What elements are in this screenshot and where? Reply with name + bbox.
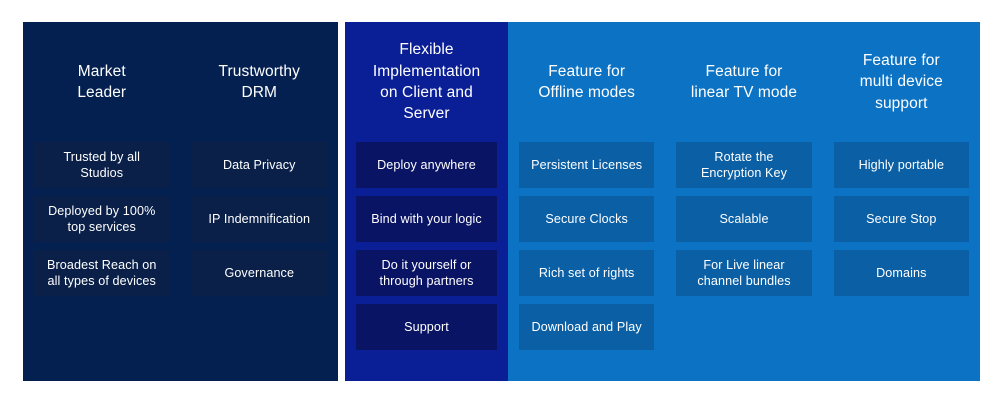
item-scalable[interactable]: Scalable bbox=[676, 196, 812, 242]
item-data-privacy[interactable]: Data Privacy bbox=[191, 142, 327, 188]
market-credibility-panel: Market Leader Trusted by all Studios Dep… bbox=[23, 22, 338, 381]
column-feature-multi-device-support: Feature for multi device support Highly … bbox=[823, 22, 980, 381]
features-panel: Feature for Offline modes Persistent Lic… bbox=[508, 22, 980, 381]
item-secure-stop[interactable]: Secure Stop bbox=[833, 196, 969, 242]
column-header-market-leader: Market Leader bbox=[77, 62, 127, 101]
item-bind-with-your-logic[interactable]: Bind with your logic bbox=[356, 196, 497, 242]
item-for-live-linear-channel-bundles[interactable]: For Live linear channel bundles bbox=[676, 250, 812, 296]
item-list-flexible-implementation: Deploy anywhere Bind with your logic Do … bbox=[356, 142, 497, 350]
item-list-linear-tv-mode: Rotate the Encryption Key Scalable For L… bbox=[676, 142, 812, 296]
feature-matrix-board: Market Leader Trusted by all Studios Dep… bbox=[23, 22, 980, 381]
column-trustworthy-drm: Trustworthy DRM Data Privacy IP Indemnif… bbox=[181, 22, 339, 381]
item-list-trustworthy-drm: Data Privacy IP Indemnification Governan… bbox=[191, 142, 327, 296]
column-header-trustworthy-drm: Trustworthy DRM bbox=[218, 62, 300, 101]
item-governance[interactable]: Governance bbox=[191, 250, 327, 296]
item-support[interactable]: Support bbox=[356, 304, 497, 350]
flexible-implementation-panel: Flexible Implementation on Client and Se… bbox=[345, 22, 508, 381]
column-market-leader: Market Leader Trusted by all Studios Dep… bbox=[23, 22, 181, 381]
item-list-offline-modes: Persistent Licenses Secure Clocks Rich s… bbox=[519, 142, 655, 350]
item-highly-portable[interactable]: Highly portable bbox=[833, 142, 969, 188]
panel-divider bbox=[338, 22, 345, 381]
column-header-linear-tv-mode: Feature for linear TV mode bbox=[690, 62, 798, 101]
item-list-market-leader: Trusted by all Studios Deployed by 100% … bbox=[34, 142, 170, 296]
column-header-offline-modes: Feature for Offline modes bbox=[538, 62, 635, 101]
item-do-it-yourself-or-through-partners[interactable]: Do it yourself or through partners bbox=[356, 250, 497, 296]
column-header-multi-device-support: Feature for multi device support bbox=[859, 51, 943, 112]
column-feature-linear-tv-mode: Feature for linear TV mode Rotate the En… bbox=[665, 22, 822, 381]
item-download-and-play[interactable]: Download and Play bbox=[519, 304, 655, 350]
column-feature-offline-modes: Feature for Offline modes Persistent Lic… bbox=[508, 22, 665, 381]
item-deploy-anywhere[interactable]: Deploy anywhere bbox=[356, 142, 497, 188]
item-domains[interactable]: Domains bbox=[833, 250, 969, 296]
item-persistent-licenses[interactable]: Persistent Licenses bbox=[519, 142, 655, 188]
item-list-multi-device-support: Highly portable Secure Stop Domains bbox=[833, 142, 969, 296]
item-deployed-by-top-services[interactable]: Deployed by 100% top services bbox=[34, 196, 170, 242]
item-ip-indemnification[interactable]: IP Indemnification bbox=[191, 196, 327, 242]
item-secure-clocks[interactable]: Secure Clocks bbox=[519, 196, 655, 242]
item-rich-set-of-rights[interactable]: Rich set of rights bbox=[519, 250, 655, 296]
item-broadest-reach[interactable]: Broadest Reach on all types of devices bbox=[34, 250, 170, 296]
item-trusted-by-all-studios[interactable]: Trusted by all Studios bbox=[34, 142, 170, 188]
column-header-flexible-implementation: Flexible Implementation on Client and Se… bbox=[372, 41, 481, 123]
item-rotate-the-encryption-key[interactable]: Rotate the Encryption Key bbox=[676, 142, 812, 188]
column-flexible-implementation: Flexible Implementation on Client and Se… bbox=[345, 22, 508, 381]
